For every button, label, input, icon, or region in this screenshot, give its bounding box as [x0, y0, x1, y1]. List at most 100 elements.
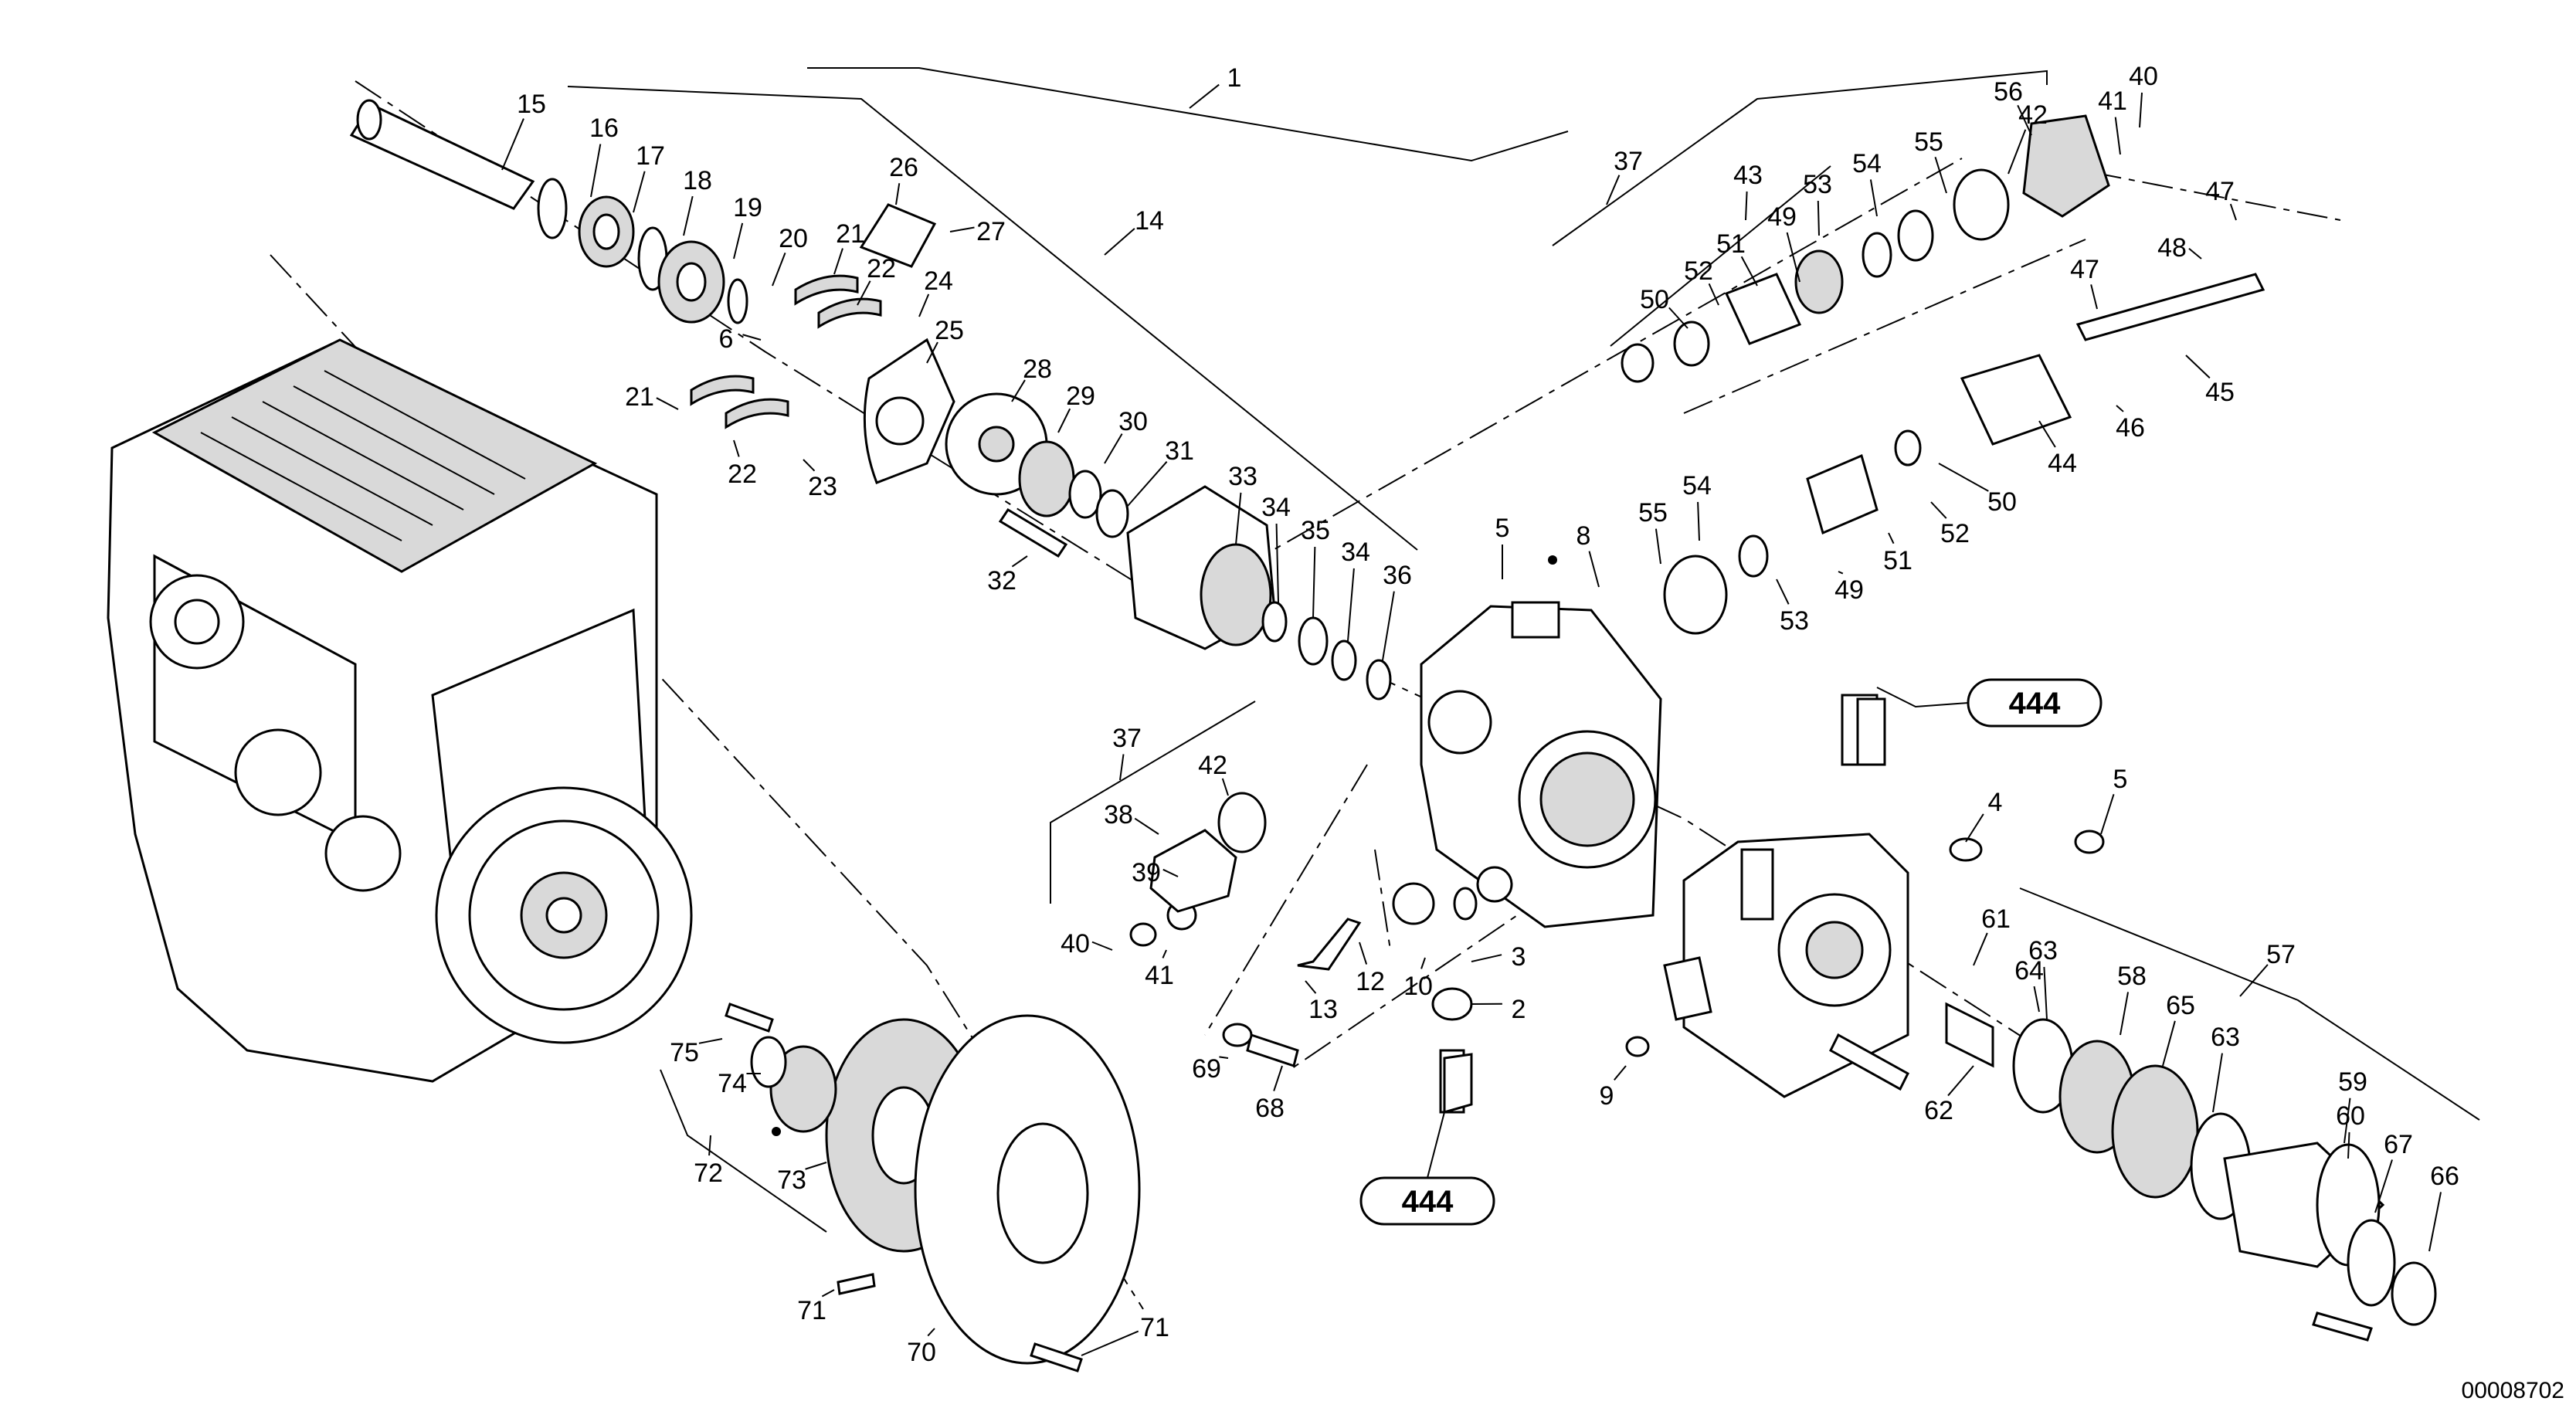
upper-right-valve-assembly [1621, 114, 2265, 635]
callout-label: 42 [2018, 100, 2048, 130]
callout-leader [805, 1162, 827, 1170]
callout-label: 74 [718, 1069, 747, 1098]
callout-label: 56 [1994, 77, 2023, 107]
callout-label: 62 [1924, 1096, 1953, 1125]
callout-label: 34 [1341, 538, 1370, 567]
callout-leader [2229, 203, 2237, 221]
callout-leader [2008, 129, 2027, 175]
callout-label: 47 [2070, 255, 2099, 284]
callout-label: 24 [924, 266, 953, 296]
callout-leader [1776, 578, 1790, 605]
callout-leader [2033, 986, 2040, 1013]
callout-leader [2038, 420, 2056, 448]
callout-leader [1162, 868, 1179, 877]
callout-label: 37 [1614, 147, 1643, 176]
callout-label: 23 [808, 472, 837, 501]
callout-label: 48 [2157, 233, 2187, 263]
callout-leader [857, 280, 871, 306]
callout-leader [1614, 1065, 1627, 1081]
callout-label: 70 [907, 1338, 936, 1367]
callout-label: 59 [2338, 1067, 2367, 1097]
callout-label: 68 [1255, 1094, 1285, 1123]
callout-leader [1189, 83, 1220, 109]
callout-leader [733, 222, 744, 260]
callout-leader [1740, 256, 1758, 287]
callout-label: 65 [2166, 991, 2195, 1020]
callout-leader [2017, 104, 2032, 136]
callout-label: 60 [2336, 1101, 2365, 1131]
callout-label: 54 [1852, 149, 1882, 178]
reference-badge-bottom-label: 444 [1402, 1185, 1454, 1219]
callout-leader [1119, 754, 1125, 781]
callout-label: 42 [1198, 751, 1227, 780]
callout-leader [2239, 964, 2269, 997]
callout-leader [1275, 523, 1279, 603]
coupling-group [750, 1014, 1141, 1365]
callout-label: 1 [1227, 63, 1242, 93]
callout-leader [683, 195, 694, 236]
callout-label: 49 [1834, 575, 1864, 605]
callout-leader [2344, 1098, 2351, 1144]
callout-leader [742, 334, 762, 341]
callout-leader [918, 293, 930, 317]
callout-label: 22 [867, 254, 896, 283]
callout-leader [1786, 232, 1800, 283]
callout-leader [1305, 980, 1317, 994]
callout-leader [2120, 992, 2130, 1036]
callout-label: 18 [683, 166, 712, 195]
callout-leader [1606, 175, 1621, 205]
reference-badge-top[interactable]: 444 [1876, 678, 2103, 728]
callout-label: 41 [1145, 961, 1174, 990]
callout-leader [1588, 551, 1600, 588]
swash-cylinder-group [859, 203, 1392, 701]
callout-label: 35 [1301, 516, 1330, 545]
callout-label: 9 [1600, 1081, 1614, 1111]
callout-leader [1081, 1330, 1139, 1356]
callout-label: 52 [1684, 256, 1713, 286]
callout-leader [833, 248, 843, 275]
callout-leader [1973, 932, 1988, 966]
callout-leader [2139, 92, 2143, 128]
callout-label: 71 [1140, 1313, 1169, 1342]
callout-label: 5 [1495, 514, 1510, 543]
callout-label: 53 [1803, 170, 1832, 199]
callout-leader [2374, 1159, 2393, 1213]
callout-label: 51 [1716, 229, 1746, 259]
callout-label: 45 [2205, 378, 2235, 407]
callout-label: 43 [1733, 161, 1763, 190]
reference-badge-bottom[interactable]: 444 [1359, 1111, 1495, 1226]
callout-leader [708, 1135, 711, 1156]
callout-leader [733, 439, 740, 457]
callout-label: 49 [1767, 202, 1797, 232]
callout-label: 30 [1118, 407, 1148, 436]
callout-leader [633, 171, 646, 213]
callout-leader [2100, 794, 2115, 835]
callout-label: 36 [1383, 561, 1412, 590]
callout-label: 29 [1066, 382, 1095, 411]
callout-label: 3 [1512, 942, 1526, 972]
callout-leader [1091, 941, 1113, 951]
callout-label: 5 [2113, 765, 2128, 794]
callout-label: 27 [976, 217, 1006, 246]
callout-label: 20 [779, 224, 808, 253]
callout-label: 47 [2205, 177, 2235, 206]
callout-label: 26 [889, 153, 918, 182]
callout-label: 50 [1987, 487, 2017, 517]
callout-label: 64 [2014, 956, 2044, 986]
callout-leader [895, 183, 901, 205]
callout-leader [1312, 546, 1316, 619]
callout-leader [1011, 379, 1026, 402]
callout-label: 66 [2430, 1162, 2459, 1191]
small-hardware [725, 555, 2373, 1372]
document-id: 00008702 [2462, 1378, 2564, 1403]
callout-label: 12 [1356, 967, 1385, 996]
callout-leader [1134, 817, 1159, 835]
callout-leader [2090, 284, 2098, 310]
callout-leader [2116, 405, 2124, 412]
callout-leader [1359, 941, 1368, 965]
callout-label: 50 [1640, 285, 1669, 314]
callout-label: 22 [728, 460, 757, 489]
reference-badge-top-label: 444 [2009, 687, 2061, 721]
